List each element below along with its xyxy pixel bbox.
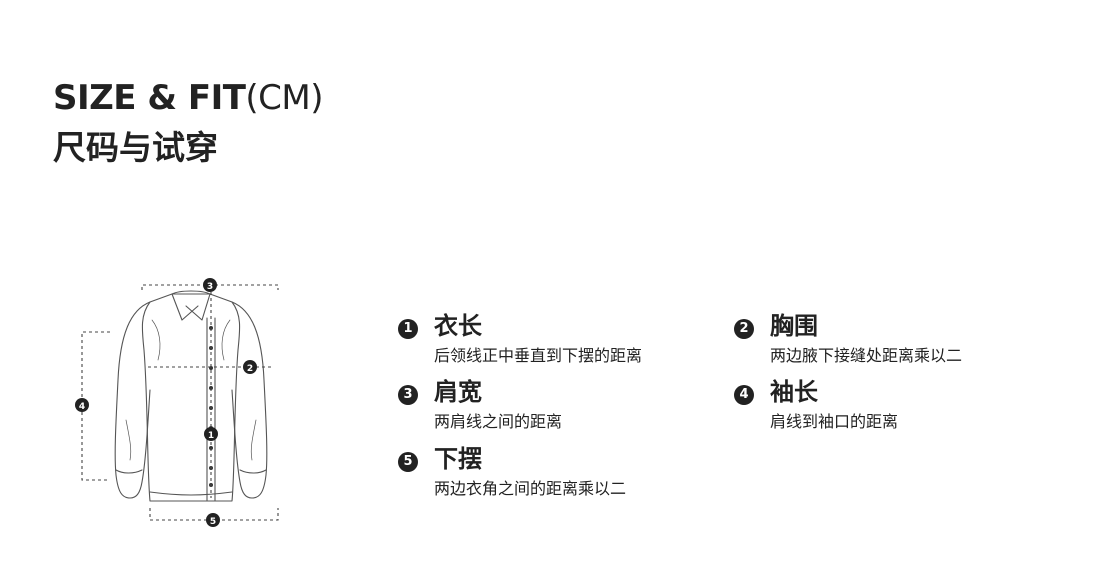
measurement-description: 两边腋下接缝处距离乘以二 — [770, 346, 963, 365]
measurement-title: 下摆 — [434, 445, 482, 473]
size-fit-title-unit: (CM) — [245, 78, 324, 118]
number-badge: 1 — [398, 319, 418, 339]
number-badge: 4 — [734, 385, 754, 405]
size-fit-title: SIZE & FIT(CM) — [53, 78, 324, 118]
size-fit-title-chinese: 尺码与试穿 — [53, 128, 218, 167]
measurement-description: 肩线到袖口的距离 — [770, 412, 899, 431]
measurement-title: 胸围 — [770, 312, 818, 340]
measurement-description: 两边衣角之间的距离乘以二 — [434, 479, 627, 498]
measurement-title: 袖长 — [770, 378, 818, 406]
size-fit-title-bold: SIZE & FIT — [53, 78, 246, 118]
number-badge: 5 — [398, 452, 418, 472]
measurement-description: 两肩线之间的距离 — [434, 412, 563, 431]
marker-hem: 5 — [210, 517, 216, 527]
measurement-title: 肩宽 — [434, 378, 482, 406]
marker-sleeve-length: 4 — [79, 402, 85, 412]
measurement-description: 后领线正中垂直到下摆的距离 — [434, 346, 643, 365]
shirt-measurement-diagram: 1 2 3 4 5 — [75, 278, 279, 527]
number-badge: 2 — [734, 319, 754, 339]
marker-body-length: 1 — [208, 431, 214, 441]
marker-chest: 2 — [247, 364, 253, 374]
marker-shoulder-width: 3 — [207, 282, 213, 292]
hem-line — [149, 508, 279, 521]
diagram-markers: 1 2 3 4 5 — [75, 278, 257, 527]
number-badge: 3 — [398, 385, 418, 405]
measurement-title: 衣长 — [434, 312, 482, 340]
